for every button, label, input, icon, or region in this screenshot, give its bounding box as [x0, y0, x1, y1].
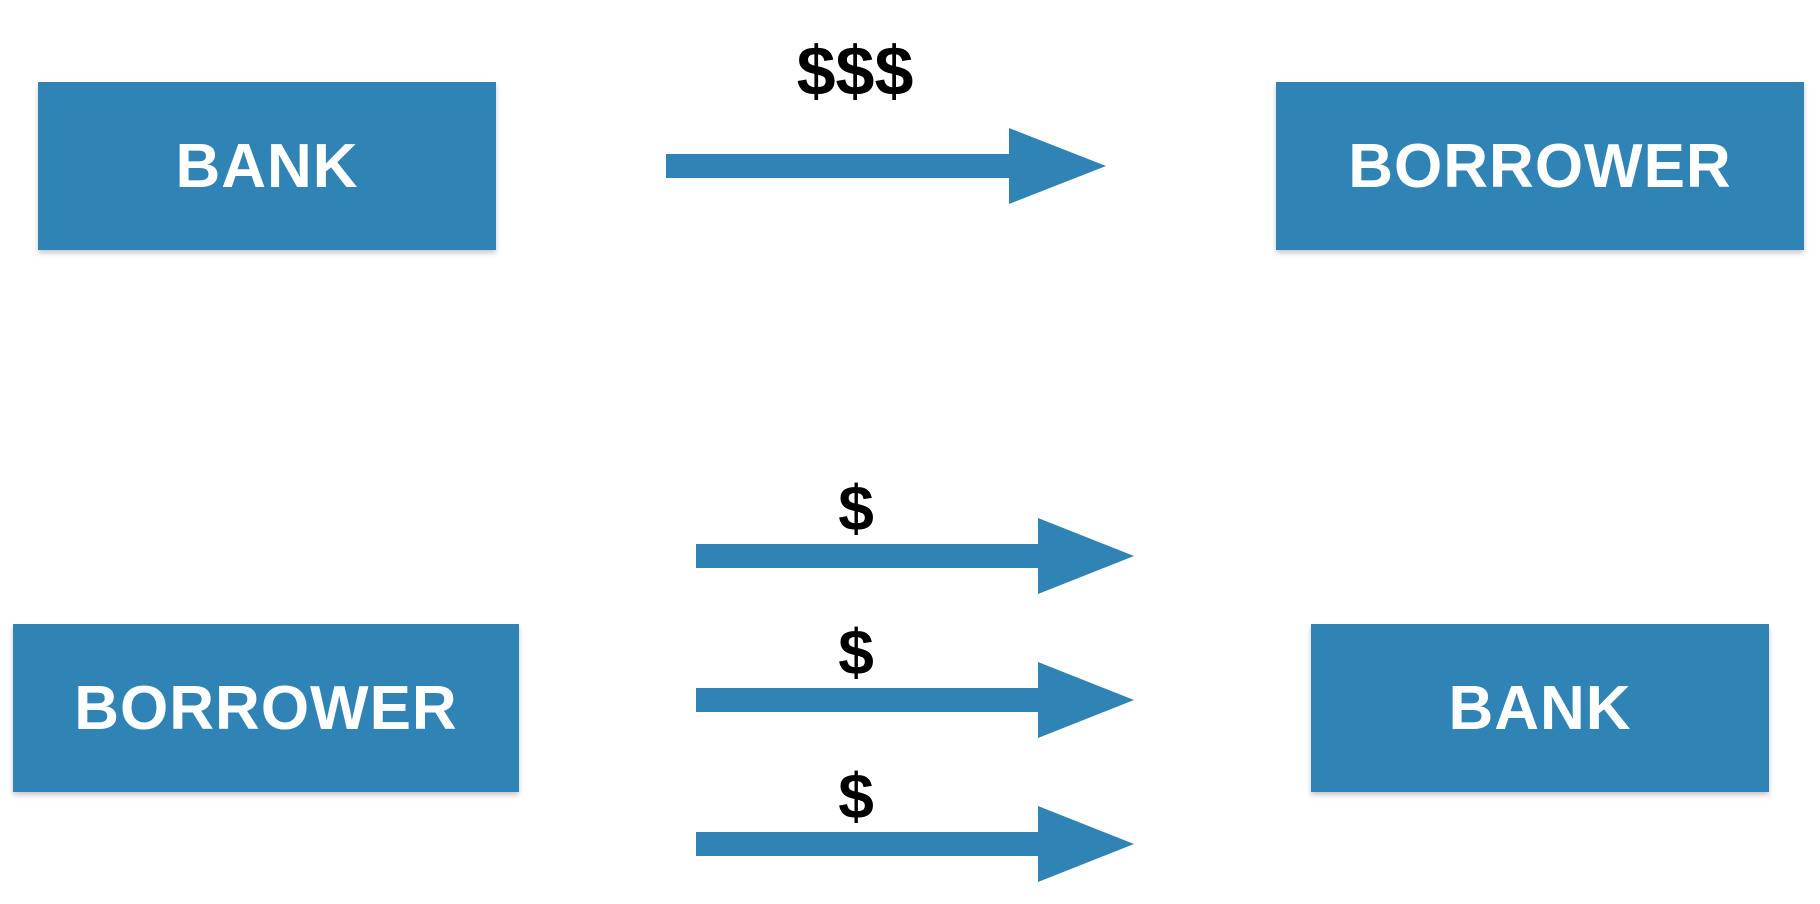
repayment-arrow-3	[696, 806, 1134, 882]
bank-label-bottom: BANK	[1448, 673, 1632, 743]
bank-label-top: BANK	[175, 131, 359, 201]
bank-box-bottom: BANK	[1311, 624, 1769, 792]
repayment-arrow-2-shape	[696, 662, 1134, 738]
repayment-arrow-1-shape	[696, 518, 1134, 594]
loan-arrow-shape	[666, 128, 1106, 204]
loan-amount-label: $$$	[796, 32, 914, 110]
repayment-amount-label-2: $	[838, 616, 874, 688]
borrower-label-bottom: BORROWER	[74, 673, 458, 743]
borrower-box-bottom: BORROWER	[13, 624, 519, 792]
repayment-arrow-1	[696, 518, 1134, 594]
repayment-arrow-2	[696, 662, 1134, 738]
bank-box-top: BANK	[38, 82, 496, 250]
borrower-box-top: BORROWER	[1276, 82, 1804, 250]
loan-arrow	[666, 128, 1106, 204]
borrower-label-top: BORROWER	[1348, 131, 1732, 201]
repayment-amount-label-3: $	[838, 760, 874, 832]
repayment-amount-label-1: $	[838, 472, 874, 544]
repayment-arrow-3-shape	[696, 806, 1134, 882]
